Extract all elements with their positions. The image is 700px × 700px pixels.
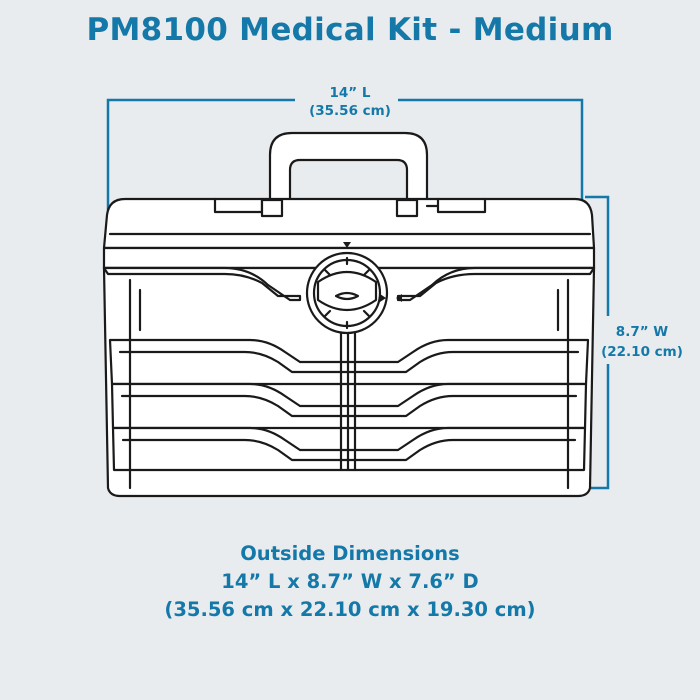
lid-top-panel bbox=[213, 197, 487, 214]
center-divider bbox=[339, 328, 357, 472]
length-dimension-line-right bbox=[398, 98, 584, 200]
lock-dial-ticks bbox=[323, 256, 371, 330]
length-dimension-line-left bbox=[106, 98, 295, 210]
lock-dial-grip bbox=[316, 271, 378, 311]
lock-arrow-right-icon bbox=[380, 294, 386, 302]
latch-wing-left bbox=[102, 266, 302, 302]
lock-arrow-left-icon bbox=[396, 294, 402, 302]
page-title: PM8100 Medical Kit - Medium bbox=[86, 12, 614, 48]
lid bbox=[102, 197, 596, 250]
handle-clip-left bbox=[260, 198, 284, 218]
width-dimension-label: 8.7” W (22.10 cm) bbox=[588, 322, 696, 362]
handle bbox=[268, 131, 429, 206]
width-dimension-line-top bbox=[585, 195, 610, 316]
length-dimension-label: 14” L (35.56 cm) bbox=[270, 84, 430, 120]
length-metric: (35.56 cm) bbox=[309, 103, 391, 119]
handle-clip-right bbox=[395, 198, 419, 218]
width-metric: (22.10 cm) bbox=[601, 344, 683, 360]
drawer-3 bbox=[111, 426, 587, 472]
case-illustration bbox=[102, 131, 596, 498]
width-imperial: 8.7” W bbox=[615, 324, 669, 340]
lock-dial-slot bbox=[334, 291, 360, 301]
lock-arrow-top-icon bbox=[343, 242, 351, 248]
outside-dimensions: Outside Dimensions 14” L x 8.7” W x 7.6”… bbox=[0, 540, 700, 624]
latch-wing-right bbox=[396, 266, 596, 302]
length-imperial: 14” L bbox=[329, 85, 371, 101]
outside-dimensions-heading: Outside Dimensions bbox=[240, 542, 460, 565]
outside-dimensions-imperial: 14” L x 8.7” W x 7.6” D bbox=[221, 570, 479, 593]
outside-dimensions-metric: (35.56 cm x 22.10 cm x 19.30 cm) bbox=[164, 598, 536, 621]
body-ribs bbox=[128, 278, 570, 490]
